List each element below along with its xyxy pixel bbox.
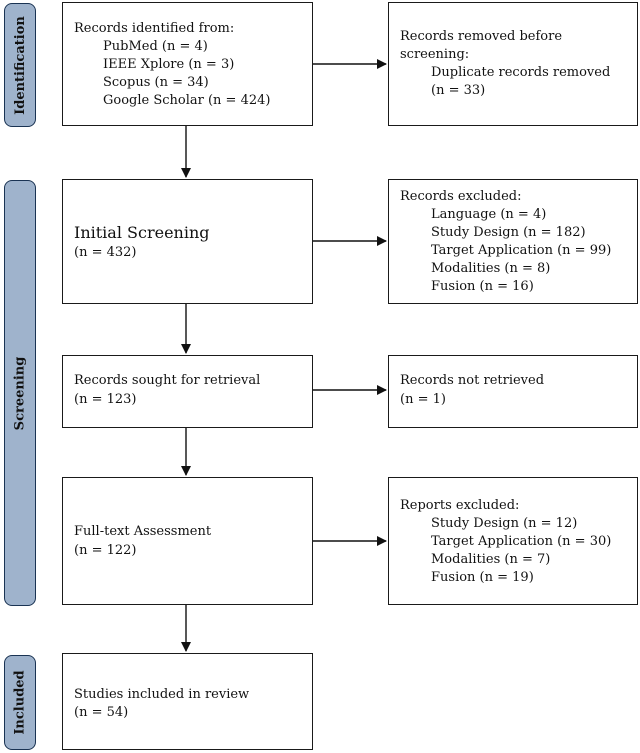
reports-excluded-title: Reports excluded: — [400, 498, 520, 513]
records-removed-box: Records removed before screening: Duplic… — [388, 2, 638, 126]
records-not-retrieved-title: Records not retrieved — [400, 373, 545, 388]
records-sought-title: Records sought for retrieval — [74, 373, 261, 388]
records-identified-box: Records identified from: PubMed (n = 4) … — [62, 2, 313, 126]
reports-study-design: Study Design (n = 12) — [431, 516, 578, 531]
records-removed-title-1: Records removed before — [400, 29, 563, 44]
phase-included: Included — [4, 655, 36, 750]
reports-target-application: Target Application (n = 30) — [431, 534, 612, 549]
records-removed-title-2: screening: — [400, 47, 470, 62]
duplicates-removed-label: Duplicate records removed — [431, 65, 611, 80]
excluded-target-application: Target Application (n = 99) — [431, 243, 612, 258]
records-not-retrieved-count: (n = 1) — [400, 392, 446, 407]
fulltext-assessment-box: Full-text Assessment (n = 122) — [62, 477, 313, 605]
records-sought-box: Records sought for retrieval (n = 123) — [62, 355, 313, 428]
studies-included-title: Studies included in review — [74, 687, 250, 702]
source-google-scholar: Google Scholar (n = 424) — [103, 93, 271, 108]
reports-modalities: Modalities (n = 7) — [431, 552, 551, 567]
records-excluded-title: Records excluded: — [400, 189, 522, 204]
source-scopus: Scopus (n = 34) — [103, 75, 209, 90]
fulltext-assessment-title: Full-text Assessment — [74, 524, 212, 539]
records-sought-count: (n = 123) — [74, 392, 137, 407]
initial-screening-title: Initial Screening — [74, 223, 210, 242]
phase-identification: Identification — [4, 3, 36, 127]
excluded-study-design: Study Design (n = 182) — [431, 225, 586, 240]
studies-included-count: (n = 54) — [74, 705, 129, 720]
initial-screening-box: Initial Screening (n = 432) — [62, 179, 313, 304]
records-identified-title: Records identified from: — [74, 21, 235, 36]
initial-screening-count: (n = 432) — [74, 245, 137, 260]
studies-included-box: Studies included in review (n = 54) — [62, 653, 313, 750]
source-pubmed: PubMed (n = 4) — [103, 39, 208, 54]
records-excluded-box: Records excluded: Language (n = 4) Study… — [388, 179, 638, 304]
excluded-fusion: Fusion (n = 16) — [431, 279, 534, 294]
duplicates-removed-count: (n = 33) — [431, 83, 486, 98]
reports-excluded-box: Reports excluded: Study Design (n = 12) … — [388, 477, 638, 605]
excluded-language: Language (n = 4) — [431, 207, 547, 222]
reports-fusion: Fusion (n = 19) — [431, 570, 534, 585]
excluded-modalities: Modalities (n = 8) — [431, 261, 551, 276]
source-ieee: IEEE Xplore (n = 3) — [103, 57, 235, 72]
fulltext-assessment-count: (n = 122) — [74, 543, 137, 558]
records-not-retrieved-box: Records not retrieved (n = 1) — [388, 355, 638, 428]
phase-screening: Screening — [4, 180, 36, 606]
